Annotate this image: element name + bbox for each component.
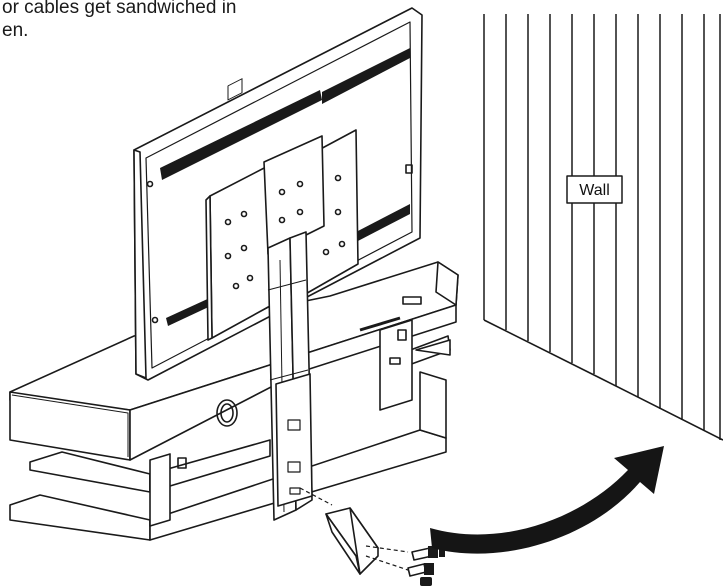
stand-pole [267, 231, 313, 521]
mount-brackets [205, 78, 359, 341]
push-direction-arrow-icon [430, 446, 664, 554]
caption-line-1: or cables get sandwiched in [2, 0, 237, 18]
wall-label-box [566, 175, 623, 204]
wall: Wall [483, 14, 723, 441]
caption-line-2: en. [2, 20, 29, 41]
screw-3 [420, 577, 432, 586]
tv-stand [9, 261, 459, 541]
screw-2 [407, 563, 434, 577]
anchor-bracket [299, 487, 415, 575]
instruction-caption: or cables get sandwiched in en. [0, 0, 360, 42]
wall-label: Wall [579, 182, 610, 199]
screw-1 [411, 546, 445, 561]
